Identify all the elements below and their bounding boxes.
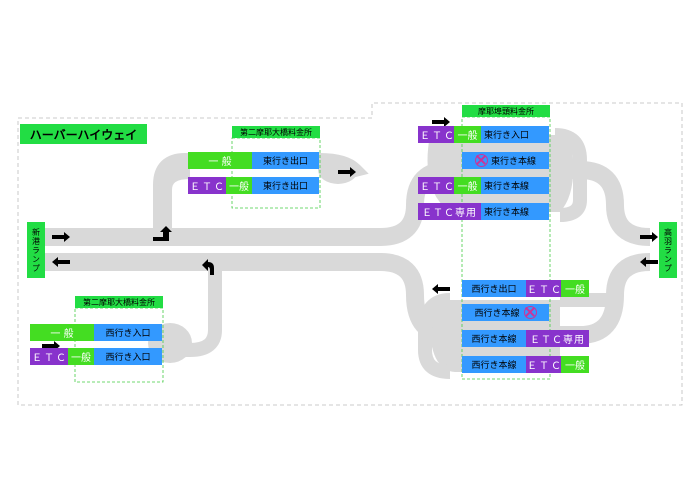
tag-etc: ＥＴＣ [188, 177, 228, 194]
tag-general: 一 般 [188, 152, 252, 169]
arrow-west-icon [640, 257, 658, 267]
lane-label: 西行き本線 [474, 309, 520, 319]
ramp-right-label: 高羽ランプ [659, 222, 677, 278]
tag-etc: ＥＴＣ [30, 348, 70, 365]
plaza-header-lower-left: 第二摩耶大橋料金所 [75, 296, 163, 308]
arrow-east-icon [52, 232, 70, 242]
arrow-turn-up-icon [153, 226, 172, 241]
lane-label: 東行き本線 [490, 157, 536, 167]
tag-etc: ＥＴＣ [526, 356, 564, 373]
plaza-header-upper-left: 第二摩耶大橋料金所 [232, 126, 320, 138]
lane-east-main-2: 東行き本線 [481, 177, 549, 194]
lane-east-exit-2: 東行き出口 [252, 177, 319, 194]
tag-general: 一般 [561, 356, 589, 373]
tag-general: 一 般 [30, 324, 94, 341]
tag-etc: ＥＴＣ [526, 280, 564, 297]
tag-general: 一般 [561, 280, 589, 297]
map-boundary [17, 102, 683, 406]
lane-east-main-closed: 東行き本線 [462, 152, 549, 169]
tag-general: 一般 [68, 348, 94, 365]
arrow-west-icon [52, 257, 70, 267]
lane-west-main-3: 西行き本線 [462, 356, 526, 373]
lane-west-exit: 西行き出口 [462, 280, 526, 297]
arrow-east-icon [432, 117, 450, 127]
lane-east-main-3: 東行き本線 [481, 203, 549, 220]
closed-lane-icon [523, 306, 537, 319]
tag-etc: ＥＴＣ [418, 177, 458, 194]
tag-etc: ＥＴＣ [418, 126, 458, 143]
lane-west-entrance-2: 西行き入口 [94, 348, 162, 365]
tag-etc-only: ＥＴＣ専用 [418, 203, 481, 220]
page-title: ハーバーハイウェイ [20, 124, 147, 144]
ramp-left-label: 新港ランプ [27, 222, 45, 278]
lane-west-entrance-1: 西行き入口 [94, 324, 162, 341]
lane-west-main-2: 西行き本線 [462, 330, 526, 347]
lane-east-exit-1: 東行き出口 [252, 152, 319, 169]
tag-etc-only: ＥＴＣ専用 [526, 330, 589, 347]
tag-general: 一般 [454, 126, 481, 143]
tag-general: 一般 [226, 177, 252, 194]
plaza-box-upper-left [231, 137, 321, 209]
arrow-east-icon [640, 232, 658, 242]
plaza-header-right: 摩耶埠頭料金所 [462, 105, 550, 117]
direction-arrows [42, 117, 658, 351]
east-plaza-road [427, 135, 574, 212]
lane-east-entrance: 東行き入口 [481, 126, 549, 143]
arrow-turn-left-icon [202, 259, 214, 275]
tag-general: 一般 [454, 177, 481, 194]
lane-west-main-closed: 西行き本線 [462, 304, 549, 321]
arrow-east-icon [338, 167, 356, 177]
plaza-box-lower-left [74, 307, 164, 383]
arrow-west-icon [432, 284, 450, 294]
closed-lane-icon [474, 154, 488, 167]
